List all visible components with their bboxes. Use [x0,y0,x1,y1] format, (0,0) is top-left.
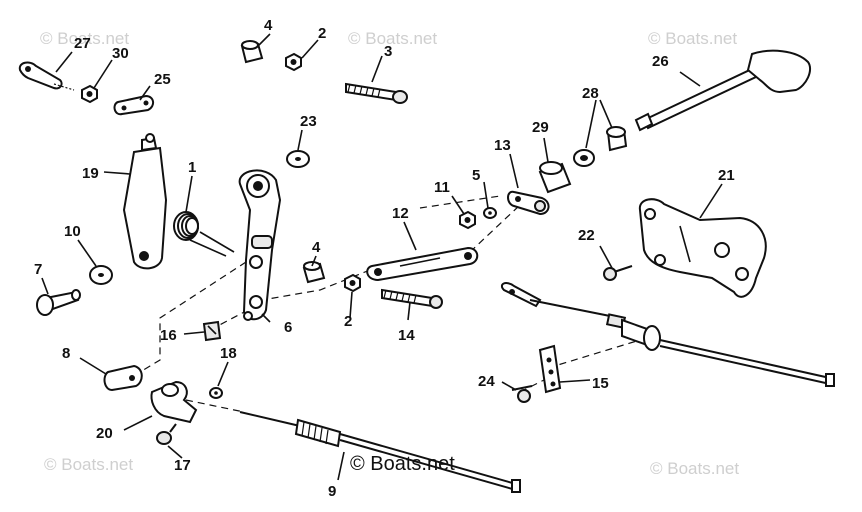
callout-28: 28 [582,85,599,102]
watermark: © Boats.net [648,29,737,48]
callout-24: 24 [478,373,495,390]
callout-2: 2 [318,25,326,42]
callout-4: 4 [264,17,273,34]
leader-lines [41,33,723,481]
callout-14: 14 [398,327,415,344]
callout-21: 21 [718,167,735,184]
part-17-screw [156,423,177,445]
callout-4: 4 [312,239,321,256]
watermarks: © Boats.net © Boats.net © Boats.net © Bo… [40,29,739,478]
watermark: © Boats.net [348,29,437,48]
callout-17: 17 [174,457,191,474]
callout-7: 7 [34,261,42,278]
part-6-throttle-arm [238,169,282,321]
part-19-lever [122,133,168,270]
part-27-rod-end [18,61,75,91]
part-2-nut-top [285,52,302,72]
callout-23: 23 [300,113,317,130]
part-11-nut [459,210,476,230]
callout-13: 13 [494,137,511,154]
watermark: © Boats.net [44,455,133,474]
callout-30: 30 [112,45,129,62]
callout-15: 15 [592,375,609,392]
assembly-lines [129,195,641,413]
part-15-clip-plate [538,344,562,394]
callout-10: 10 [64,223,81,240]
watermark: © Boats.net [650,459,739,478]
part-5-washer [483,207,497,219]
part-13-link [507,190,550,216]
callout-9: 9 [328,483,336,500]
callout-3: 3 [384,43,392,60]
part-16-clip [202,320,222,342]
part-10-washer [89,265,113,285]
part-22-screw [603,265,633,281]
part-25-link [113,94,154,116]
cable-assembly-upper [500,282,835,387]
callout-numbers: 27 30 25 4 2 3 23 19 1 10 7 4 6 2 14 12 … [34,17,735,500]
callout-29: 29 [532,119,549,136]
callout-2: 2 [344,313,352,330]
part-8-link [103,364,143,392]
callout-11: 11 [434,179,450,196]
callout-19: 19 [82,165,99,182]
callout-18: 18 [220,345,237,362]
callout-20: 20 [96,425,113,442]
part-4-bushing-middle [302,261,326,284]
callout-26: 26 [652,53,669,70]
callout-6: 6 [284,319,292,336]
callout-27: 27 [74,35,91,52]
part-24-screw [511,385,533,403]
part-29-bushing [538,161,572,194]
part-2-nut-middle [344,273,361,293]
callout-8: 8 [62,345,70,362]
callout-16: 16 [160,327,177,344]
part-3-bolt [345,82,408,104]
part-21-bracket [638,198,767,298]
part-7-pin [36,289,81,316]
callout-5: 5 [472,167,480,184]
part-9-cable [239,411,521,493]
credit-text: © Boats.net [350,453,455,475]
callout-1: 1 [188,159,196,176]
part-12-link-rod [366,246,479,282]
part-14-bolt [381,288,443,309]
part-23-washer [286,150,310,168]
part-28-bushings [573,126,628,167]
part-20-cable-end [150,380,198,424]
callout-12: 12 [392,205,409,222]
part-26-shaft [634,49,812,132]
part-30-nut [81,84,98,104]
part-4-bushing-top [240,40,264,64]
watermark: © Boats.net [40,29,129,48]
callout-22: 22 [578,227,595,244]
part-18-washer [209,387,223,399]
callout-25: 25 [154,71,171,88]
part-1-spring [173,211,235,257]
